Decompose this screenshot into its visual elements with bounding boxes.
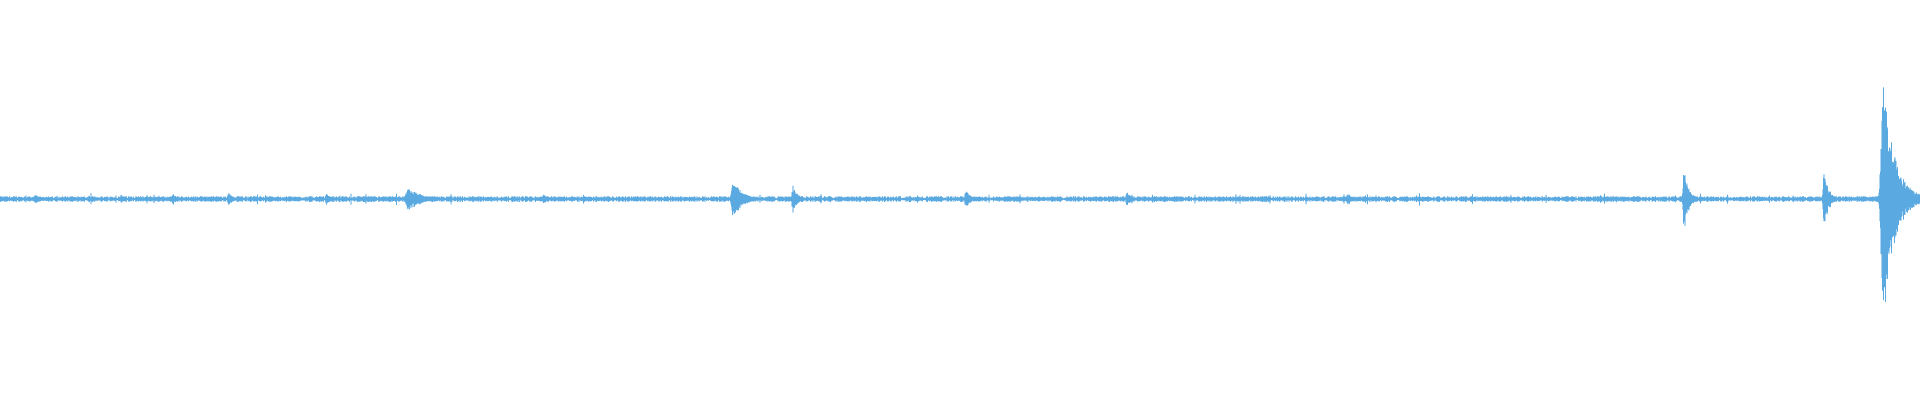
waveform-trace xyxy=(0,87,1920,302)
